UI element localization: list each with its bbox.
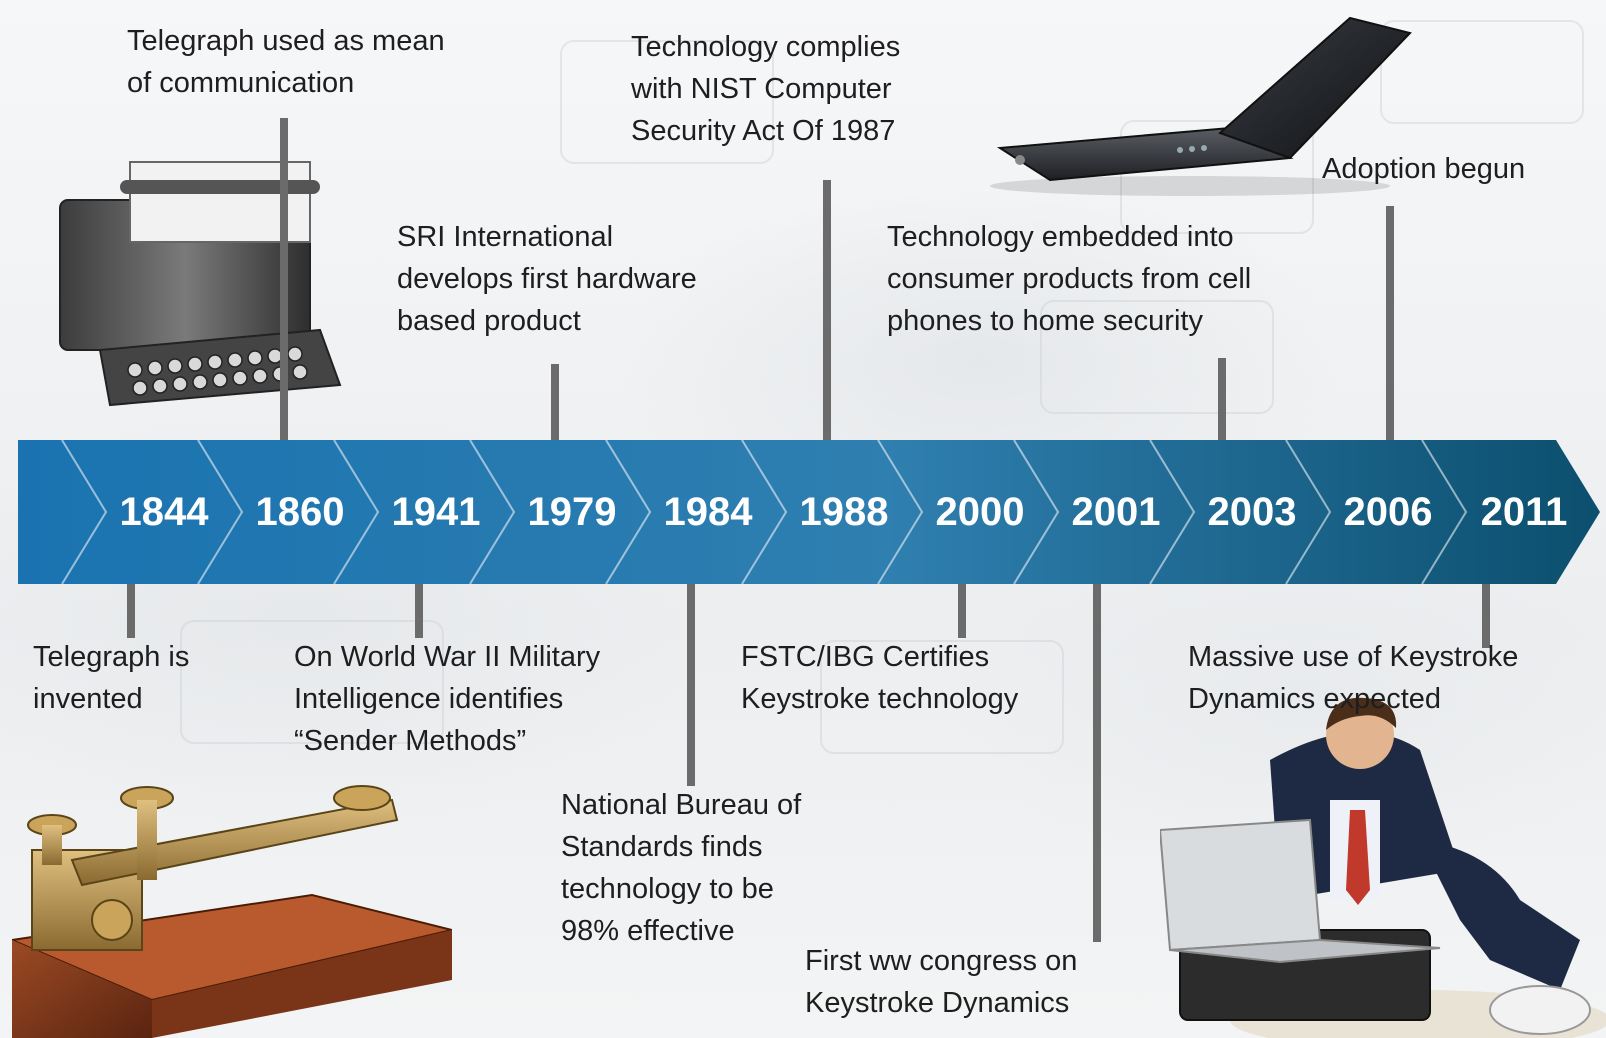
timeline-year-1988: 1988	[799, 490, 889, 534]
connector-2000	[958, 584, 966, 638]
connector-2006	[1386, 206, 1394, 440]
chevron-divider	[61, 440, 108, 584]
chevron-divider	[469, 440, 516, 584]
teleprinter-illustration	[59, 161, 342, 407]
connector-1979	[551, 364, 559, 440]
chevron-divider	[1149, 440, 1196, 584]
businessman-laptop-illustration	[1160, 697, 1606, 1038]
event-1979: SRI International develops first hardwar…	[397, 221, 697, 337]
connector-2001	[1093, 584, 1101, 942]
flip-phone-illustration	[990, 16, 1412, 196]
connector-1984	[687, 584, 695, 786]
background-keycap	[1040, 300, 1274, 414]
background-keycap	[1120, 120, 1314, 234]
background-keycap	[180, 620, 444, 744]
chevron-divider	[333, 440, 380, 584]
event-2000: FSTC/IBG Certifies Keystroke technology	[741, 641, 1019, 715]
event-1984: National Bureau of Standards finds techn…	[561, 789, 802, 947]
timeline-year-1844: 1844	[119, 490, 209, 534]
timeline-year-2003: 2003	[1207, 490, 1297, 534]
connector-1941	[415, 584, 423, 638]
connector-2003	[1218, 358, 1226, 440]
chevron-divider	[1421, 440, 1468, 584]
event-2001: First ww congress on Keystroke Dynamics	[805, 945, 1078, 1019]
chevron-divider	[605, 440, 652, 584]
connector-2011	[1482, 584, 1490, 648]
timeline-year-1860: 1860	[255, 490, 345, 534]
timeline-year-2011: 2011	[1480, 490, 1568, 534]
event-1844: Telegraph is invented	[33, 641, 190, 715]
background-keycap	[820, 640, 1064, 754]
chevron-divider	[1013, 440, 1060, 584]
timeline-year-2000: 2000	[935, 490, 1025, 534]
event-2006: Adoption begun	[1322, 153, 1526, 185]
timeline-year-2006: 2006	[1343, 490, 1433, 534]
timeline-year-2001: 2001	[1071, 490, 1161, 534]
event-2003: Technology embedded into consumer produc…	[887, 221, 1252, 337]
timeline-year-1979: 1979	[527, 490, 617, 534]
timeline-year-1941: 1941	[391, 490, 481, 534]
chevron-divider	[741, 440, 788, 584]
event-1860: Telegraph used as mean of communication	[127, 25, 445, 99]
event-1941: On World War II Military Intelligence id…	[294, 641, 601, 757]
chevron-divider	[877, 440, 924, 584]
background-keycap	[1380, 20, 1584, 124]
timeline-arrow	[18, 440, 1600, 584]
connector-1860	[280, 118, 288, 440]
connector-1844	[127, 584, 135, 638]
connector-1988	[823, 180, 831, 440]
chevron-divider	[197, 440, 244, 584]
event-2011: Massive use of Keystroke Dynamics expect…	[1188, 641, 1519, 715]
telegraph-key-illustration	[12, 785, 452, 1038]
chevron-divider	[1285, 440, 1332, 584]
timeline-year-1984: 1984	[663, 490, 753, 534]
background-keycap	[560, 40, 774, 164]
timeline-band	[18, 440, 1600, 584]
event-1988: Technology complies with NIST Computer S…	[631, 31, 901, 147]
